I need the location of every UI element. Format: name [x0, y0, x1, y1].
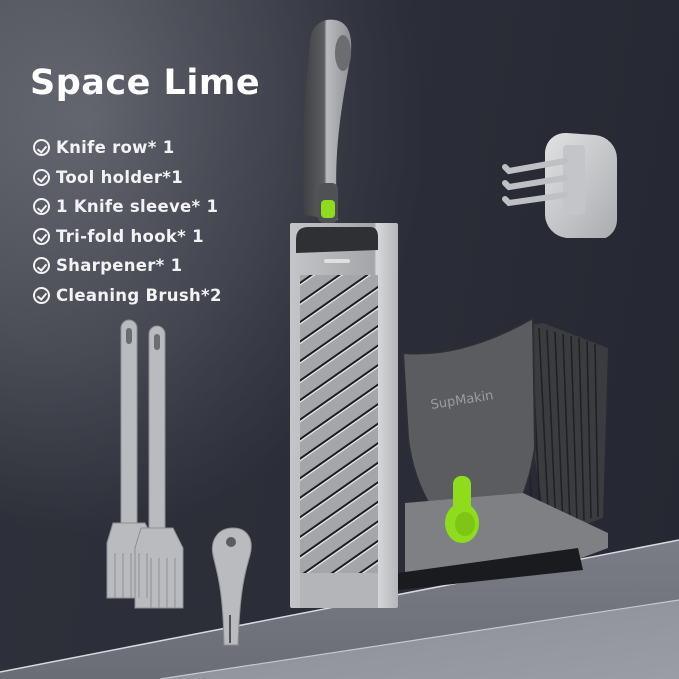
tool-holder: SupMakin [398, 316, 608, 590]
check-circle-icon [33, 139, 50, 157]
check-circle-icon [33, 168, 50, 186]
check-circle-icon [33, 257, 50, 275]
list-item-label: Cleaning Brush*2 [56, 285, 222, 305]
tri-fold-hook [502, 132, 617, 238]
cleaning-brushes [106, 319, 184, 609]
list-item: Tool holder*1 [33, 163, 222, 193]
sharpener [211, 527, 252, 646]
check-circle-icon [33, 198, 50, 216]
check-circle-icon [33, 286, 50, 304]
list-item-label: 1 Knife sleeve* 1 [56, 197, 219, 217]
check-circle-icon [33, 227, 50, 245]
list-item: Tri-fold hook* 1 [33, 222, 222, 252]
list-item: Sharpener* 1 [33, 251, 222, 281]
page-title: Space Lime [30, 63, 261, 103]
list-item-label: Knife row* 1 [56, 138, 175, 158]
list-item-label: Tri-fold hook* 1 [56, 226, 204, 246]
knife-sleeve-with-handle [290, 19, 398, 608]
list-item: Knife row* 1 [33, 133, 222, 163]
list-item-label: Tool holder*1 [56, 167, 184, 187]
list-item-label: Sharpener* 1 [56, 256, 183, 276]
list-item: Cleaning Brush*2 [33, 281, 222, 311]
included-items-list: Knife row* 1 Tool holder*1 1 Knife sleev… [33, 133, 222, 310]
list-item: 1 Knife sleeve* 1 [33, 192, 222, 222]
